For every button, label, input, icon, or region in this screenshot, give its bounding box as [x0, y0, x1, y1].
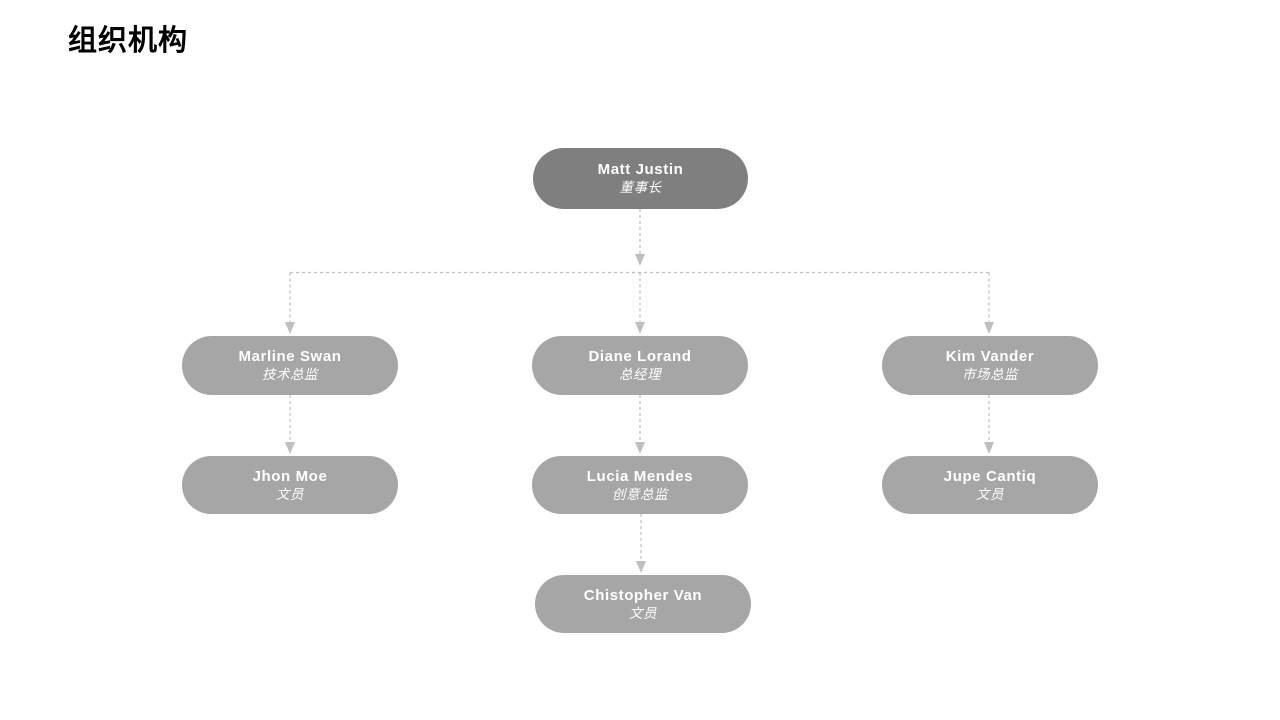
- org-node-clerk3[interactable]: Chistopher Van 文员: [535, 575, 751, 633]
- org-node-name: Diane Lorand: [588, 348, 692, 365]
- org-node-root[interactable]: Matt Justin 董事长: [533, 148, 748, 209]
- org-node-role: 技术总监: [262, 367, 318, 382]
- org-node-role: 文员: [276, 486, 304, 502]
- page-title: 组织机构: [68, 25, 189, 57]
- org-node-name: Jupe Cantiq: [943, 467, 1037, 485]
- org-node-tech[interactable]: Marline Swan 技术总监: [182, 336, 398, 395]
- org-node-clerk2[interactable]: Jupe Cantiq 文员: [882, 456, 1098, 514]
- org-node-role: 文员: [629, 605, 657, 621]
- org-node-creative[interactable]: Lucia Mendes 创意总监: [532, 456, 748, 514]
- org-node-role: 总经理: [619, 367, 661, 382]
- org-node-name: Matt Justin: [597, 161, 684, 178]
- org-node-role: 创意总监: [612, 486, 668, 502]
- org-node-gm[interactable]: Diane Lorand 总经理: [532, 336, 748, 395]
- org-node-role: 市场总监: [962, 367, 1018, 382]
- org-node-mkt[interactable]: Kim Vander 市场总监: [882, 336, 1098, 395]
- org-node-role: 董事长: [619, 180, 662, 195]
- org-node-name: Marline Swan: [238, 348, 342, 365]
- org-node-name: Chistopher Van: [583, 586, 703, 604]
- org-node-name: Jhon Moe: [252, 467, 328, 485]
- org-node-role: 文员: [976, 486, 1004, 502]
- org-node-name: Lucia Mendes: [586, 467, 694, 485]
- org-node-name: Kim Vander: [945, 348, 1035, 365]
- org-node-clerk1[interactable]: Jhon Moe 文员: [182, 456, 398, 514]
